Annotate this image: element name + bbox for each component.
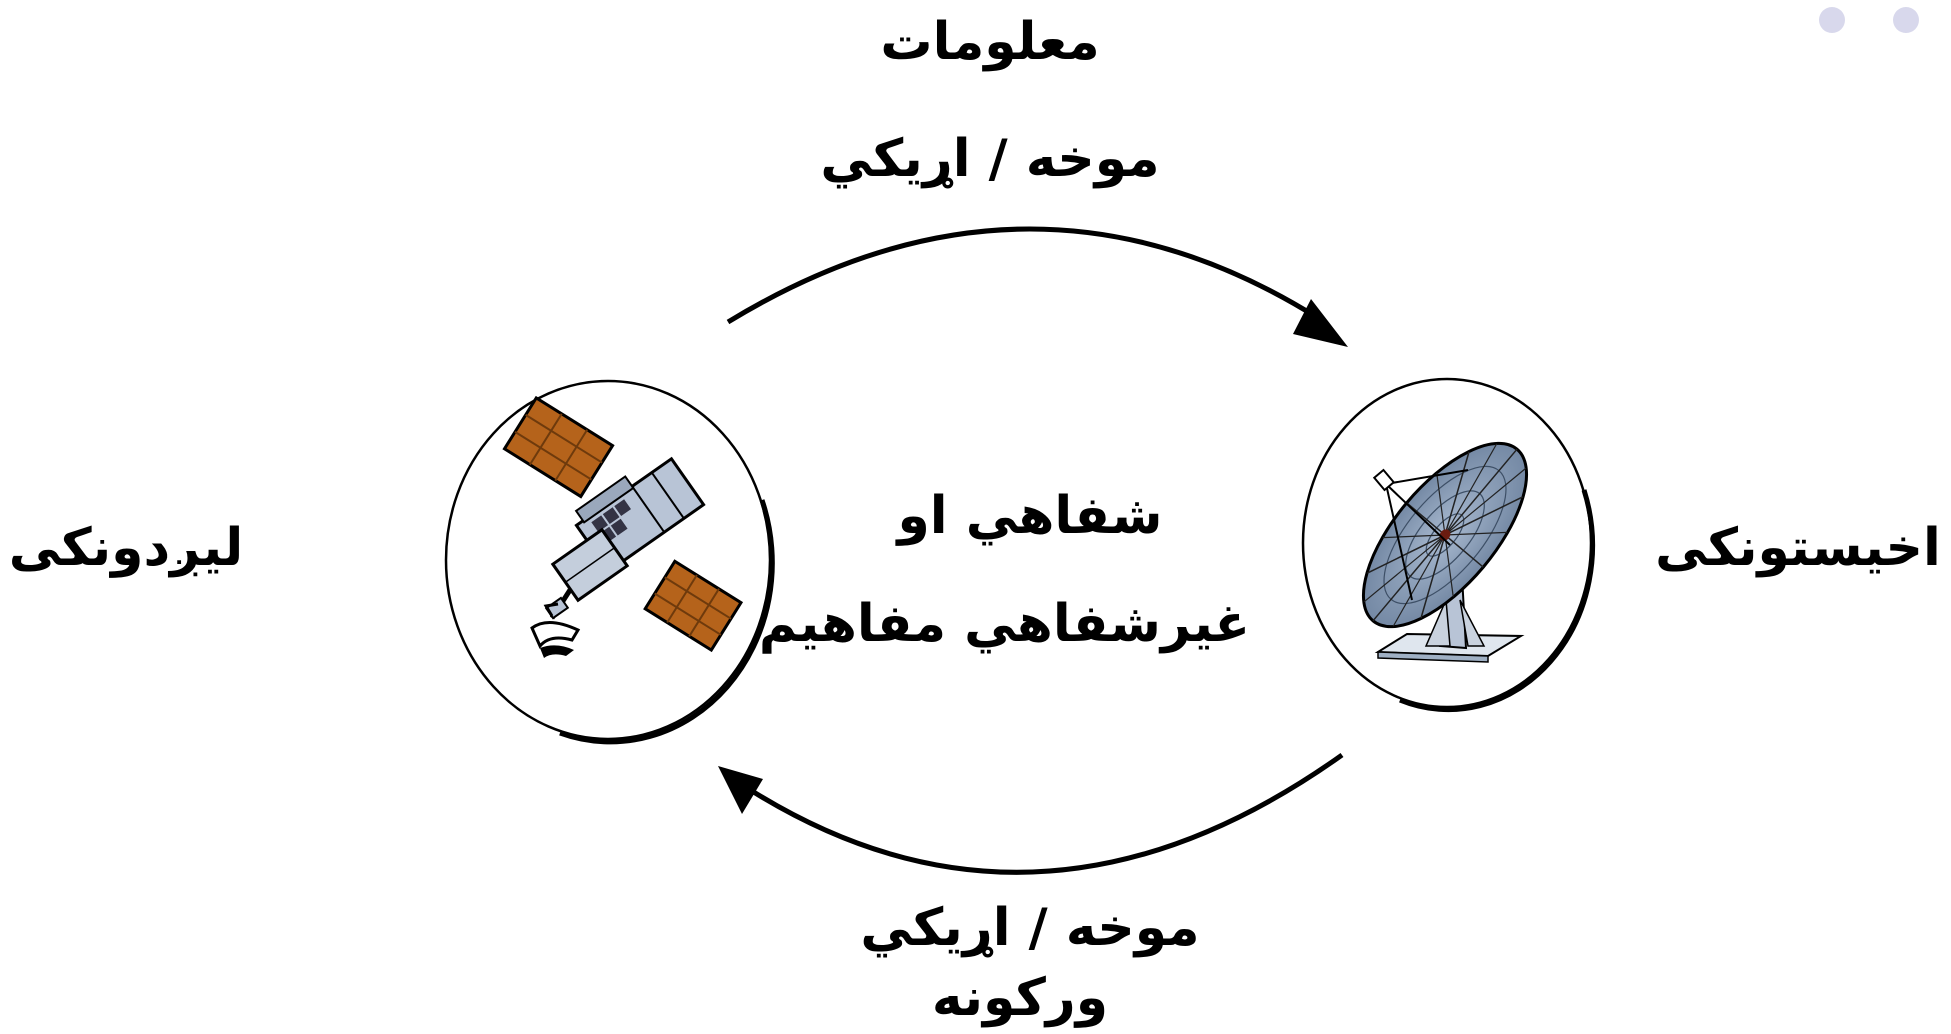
bottom-arrow-label-1: موخه / اړيکي [860, 898, 1200, 958]
top-arrow-head [1293, 299, 1348, 347]
bottom-arrow-label-2: ورکونه [931, 968, 1109, 1028]
satellite-dish-icon [1361, 441, 1529, 663]
receiver-circle-shadow [1399, 489, 1595, 713]
receiver-label: اخيستونکی [1655, 518, 1941, 578]
sender-label: ليږدونکی [8, 518, 244, 578]
top-arrow-label: موخه / اړيکي [820, 129, 1160, 189]
satellite-icon [502, 395, 744, 658]
corner-dot-right [1893, 7, 1919, 33]
center-line-2: غيرشفاهي مفاهيم [758, 594, 1250, 654]
top-arrow [726, 226, 1320, 325]
corner-dot-left [1819, 7, 1845, 33]
center-line-1: شفاهي او [897, 486, 1163, 546]
bottom-arrow [750, 752, 1344, 875]
sender-circle-shadow [559, 499, 775, 745]
info-title: معلومات [880, 12, 1100, 72]
bottom-arrow-head [718, 766, 763, 814]
